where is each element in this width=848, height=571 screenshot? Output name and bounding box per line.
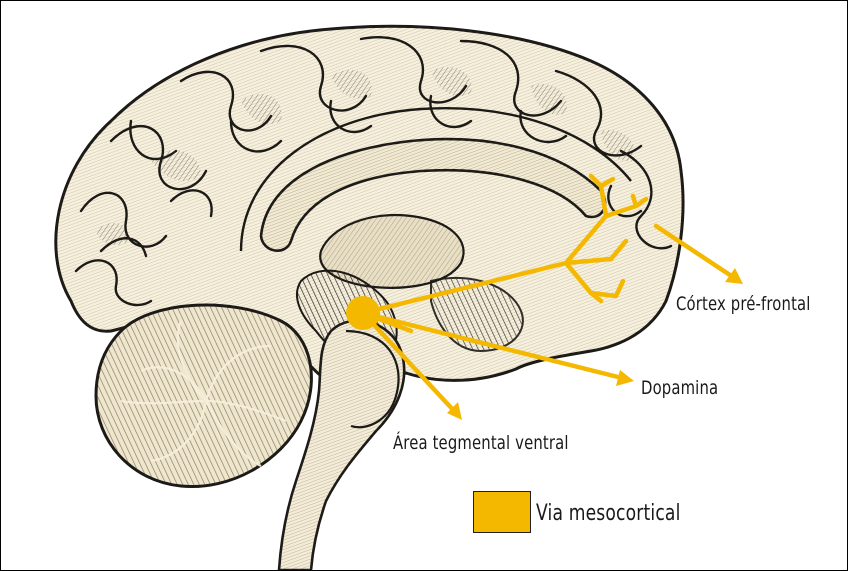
label-dopamine: Dopamina — [641, 377, 718, 399]
vta-dot — [346, 296, 380, 330]
arrowhead-dopamine — [616, 370, 634, 386]
label-ventral-tegmental-area: Área tegmental ventral — [393, 432, 569, 454]
legend-label: Via mesocortical — [536, 501, 681, 526]
legend-swatch — [473, 491, 531, 533]
label-prefrontal-cortex: Córtex pré-frontal — [676, 293, 811, 315]
